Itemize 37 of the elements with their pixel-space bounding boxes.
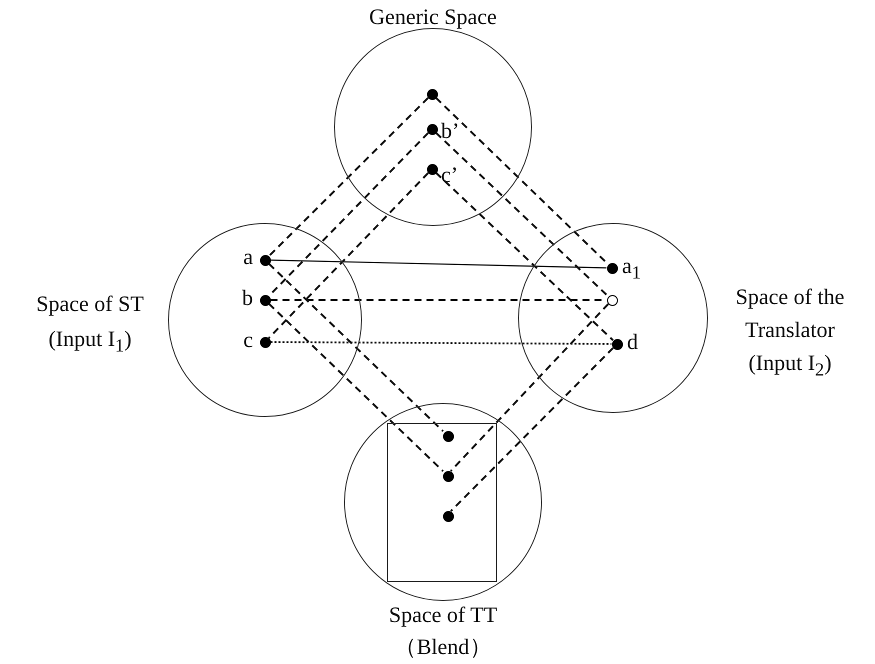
point-label: d — [627, 330, 638, 354]
point-dot — [442, 510, 454, 522]
point-label: c’ — [441, 163, 458, 187]
connector-line — [268, 263, 444, 432]
point-label: b — [242, 286, 253, 310]
point-dot — [426, 88, 438, 100]
point-dot — [260, 254, 270, 266]
point-dot — [426, 124, 438, 134]
open-point — [606, 294, 618, 306]
space-title: Generic Space — [368, 3, 498, 31]
connector-line — [435, 172, 614, 341]
blend-frame — [387, 423, 497, 582]
space-title: （Blend） — [394, 633, 492, 661]
point-dot — [442, 430, 454, 442]
point-dot — [606, 262, 618, 274]
connector-line — [268, 97, 429, 257]
point-dot — [260, 336, 270, 348]
point-dot — [612, 338, 622, 350]
point-dot — [442, 470, 454, 482]
space-title: Space of the Translator — [734, 283, 846, 344]
point-label: c — [243, 328, 253, 352]
point-label: b’ — [441, 119, 460, 143]
connector-line — [450, 303, 609, 472]
connector-line — [268, 303, 444, 472]
point-dot — [260, 294, 270, 306]
connector-line — [435, 132, 609, 297]
point-label: a$_{1}$ — [622, 254, 641, 284]
connector-line — [270, 260, 607, 268]
space-title: Space of TT — [388, 601, 498, 629]
connector-line — [270, 341, 612, 345]
point-dot — [426, 164, 438, 174]
space-title: (Input I$_{2}$) — [747, 349, 833, 382]
point-label: a — [243, 245, 253, 269]
space-title: Space of ST — [35, 290, 145, 318]
connector-line — [450, 347, 614, 512]
connector-line — [268, 172, 429, 339]
space-title: (Input I$_{1}$) — [47, 325, 133, 358]
